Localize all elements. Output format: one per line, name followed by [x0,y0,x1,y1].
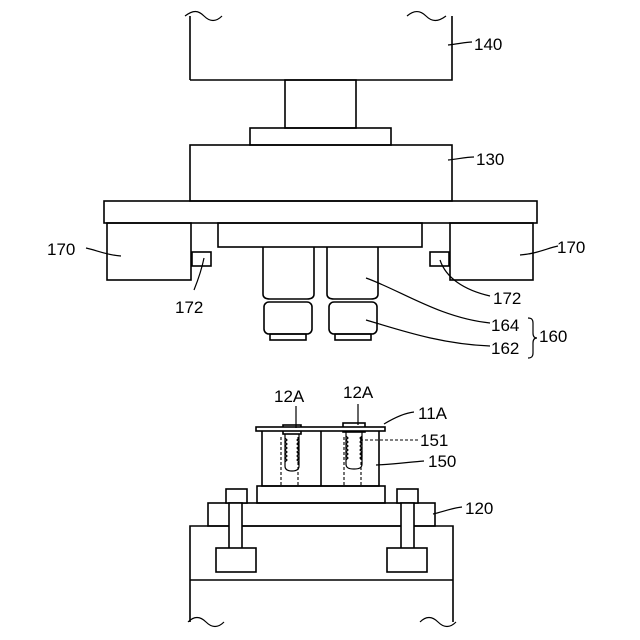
label-150: 150 [428,452,456,471]
label-160: 160 [539,327,567,346]
label-162: 162 [491,339,519,358]
base-plate [104,201,537,223]
step-block [257,486,385,503]
table-base [188,526,456,627]
holder-block [218,223,422,247]
component-130 [190,145,452,201]
label-170-right: 170 [557,238,585,257]
label-164: 164 [491,316,519,335]
brace-160 [528,318,537,358]
label-170-left: 170 [47,240,75,259]
label-172-right: 172 [493,289,521,308]
sensor-172-right [430,252,449,266]
label-12A-left: 12A [274,387,305,406]
label-151: 151 [420,431,448,450]
label-140: 140 [474,35,502,54]
bolt-left [216,489,256,572]
bolt-right [387,489,427,572]
component-170-left [107,223,191,280]
label-12A-right: 12A [343,383,374,402]
component-170-right [450,223,533,280]
component-140 [185,12,452,81]
component-164-left [263,247,314,299]
label-120: 120 [465,499,493,518]
label-130: 130 [476,150,504,169]
collar [250,128,391,145]
label-11A: 11A [418,404,448,423]
component-164-right [327,247,378,299]
component-162-left [264,302,312,340]
leader-lines [86,42,558,514]
shaft [285,80,356,128]
sensor-172-left [192,252,211,266]
label-172-left: 172 [175,298,203,317]
labels: 140 130 170 170 172 172 164 162 160 12A … [47,35,585,518]
workpiece-11A [256,427,385,431]
